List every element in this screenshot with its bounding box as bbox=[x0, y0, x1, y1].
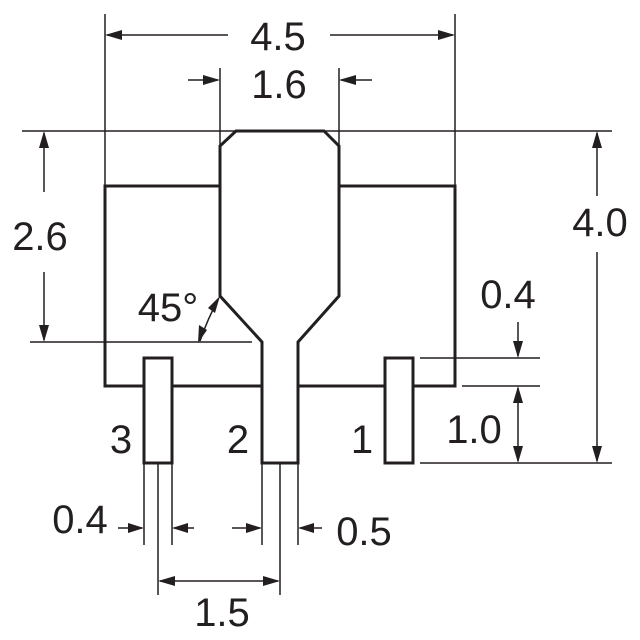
extension-lines bbox=[22, 14, 612, 595]
dim-label-lead-width: 0.4 bbox=[52, 498, 108, 542]
dim-overall-height: 4.0 bbox=[572, 131, 628, 463]
dim-label-lead-pitch: 1.5 bbox=[194, 591, 250, 635]
dim-label-tab-width: 1.6 bbox=[251, 63, 307, 107]
dim-label-body-height: 2.6 bbox=[12, 215, 68, 259]
dim-lead-width: 0.4 bbox=[52, 498, 194, 542]
dim-center-lead-width: 0.5 bbox=[232, 510, 392, 554]
dim-lead-pitch: 1.5 bbox=[158, 576, 280, 635]
pin-label-2: 2 bbox=[227, 418, 249, 462]
dim-label-overall-width: 4.5 bbox=[250, 15, 306, 59]
dim-overall-width: 4.5 bbox=[105, 15, 455, 59]
pin-label-1: 1 bbox=[351, 418, 373, 462]
dim-lead-gap: 0.4 bbox=[480, 273, 536, 415]
dim-label-lead-gap: 0.4 bbox=[480, 273, 536, 317]
dim-body-height: 2.6 bbox=[12, 131, 68, 342]
center-tab bbox=[218, 129, 341, 465]
dim-tab-width: 1.6 bbox=[188, 63, 372, 107]
dim-label-lead-length: 1.0 bbox=[446, 408, 502, 452]
dim-label-overall-height: 4.0 bbox=[572, 201, 628, 245]
dim-chamfer-angle: 45° bbox=[138, 286, 220, 343]
dim-label-chamfer-angle: 45° bbox=[138, 286, 199, 330]
lead-3 bbox=[142, 356, 174, 465]
lead-1 bbox=[383, 356, 415, 465]
pin-label-3: 3 bbox=[110, 418, 132, 462]
dim-lead-length: 1.0 bbox=[446, 408, 523, 463]
dim-label-center-lead-width: 0.5 bbox=[336, 510, 392, 554]
